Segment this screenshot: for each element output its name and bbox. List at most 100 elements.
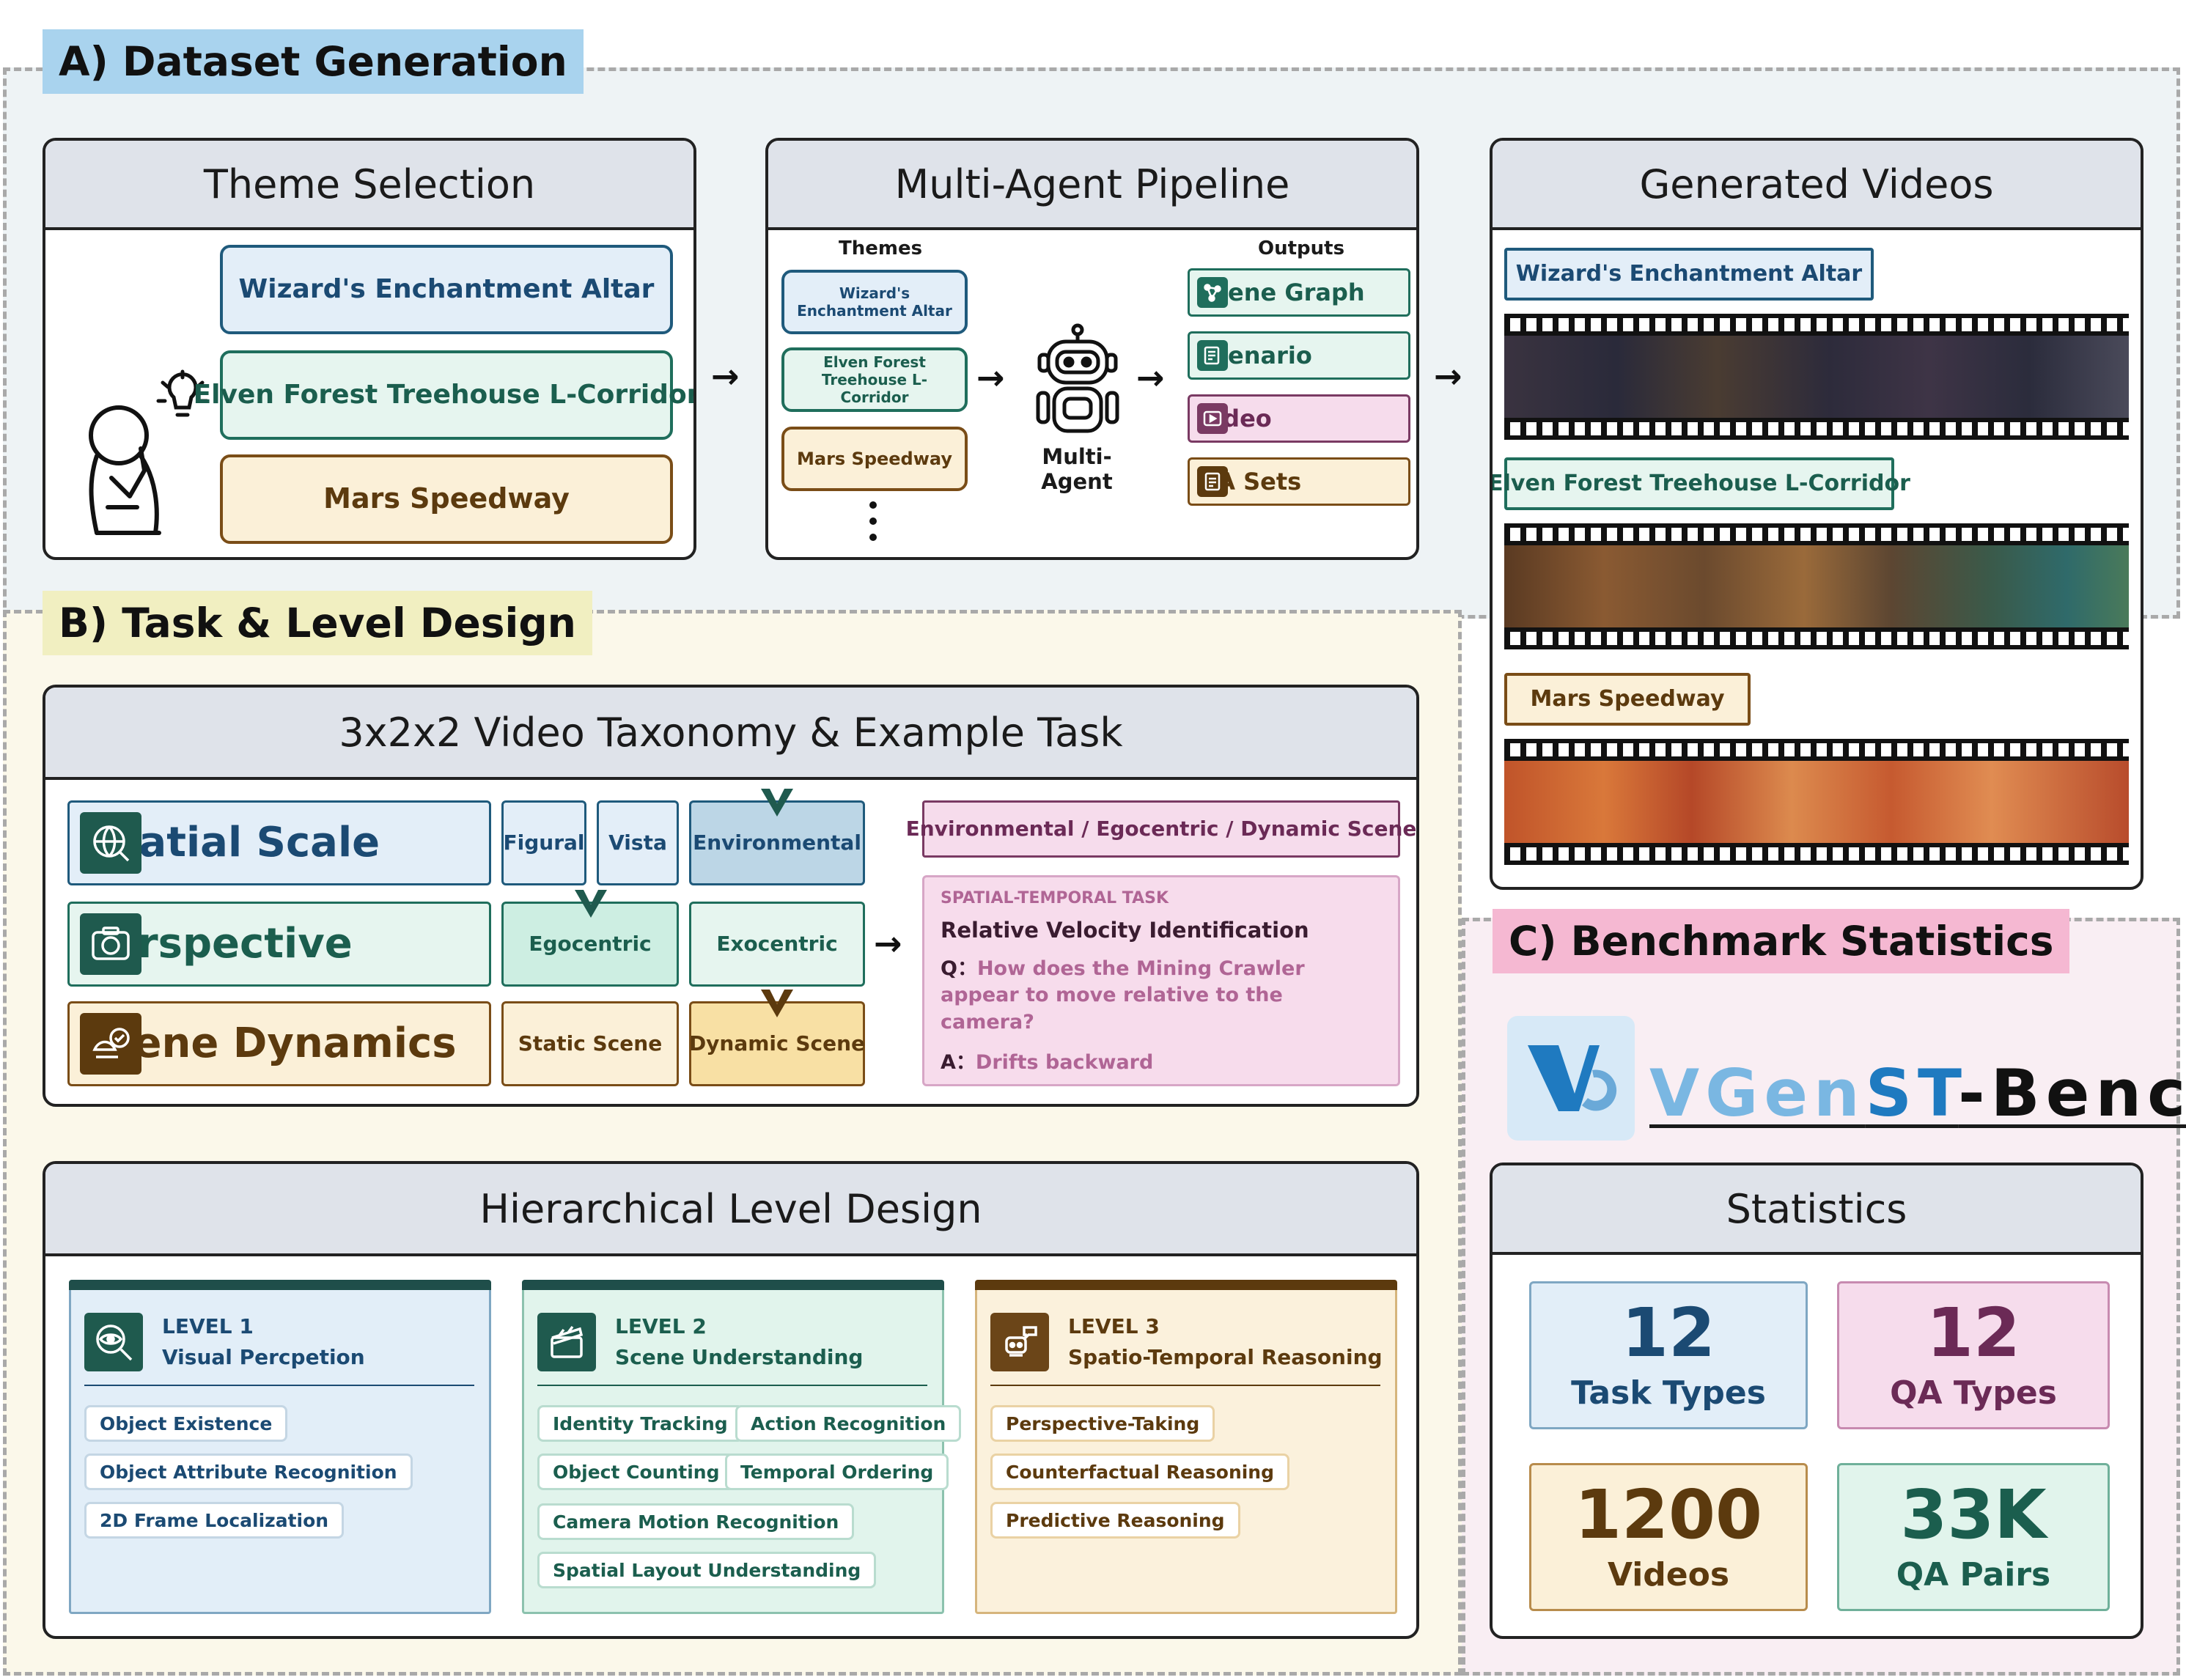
video-strip-wizard[interactable] [1504, 314, 2129, 440]
level-3-name: Spatio-Temporal Reasoning [1068, 1345, 1383, 1369]
question-text: How does the Mining Crawler appear to mo… [941, 957, 1305, 1034]
title-part-bench: -Bench [1958, 1055, 2186, 1131]
level-1-name: Visual Percpetion [162, 1345, 365, 1369]
stat-qa-types: 12 QA Types [1837, 1281, 2110, 1429]
scenario-icon [1197, 340, 1228, 371]
stat-qa-pairs-label: QA Pairs [1896, 1555, 2051, 1594]
clapperboard-icon [537, 1313, 596, 1371]
arrow-icon: → [1136, 358, 1165, 397]
option-static-scene: Static Scene [501, 1001, 679, 1086]
task-kind: SPATIAL-TEMPORAL TASK [941, 889, 1169, 907]
arrow-icon: → [1434, 356, 1462, 396]
pipeline-title: Multi-Agent Pipeline [768, 141, 1416, 230]
taxonomy-title: 3x2x2 Video Taxonomy & Example Task [45, 688, 1416, 780]
hierarchical-level-title: Hierarchical Level Design [45, 1164, 1416, 1256]
camera-icon [80, 913, 141, 975]
level-1-number: LEVEL 1 [162, 1314, 254, 1338]
level-1-card: LEVEL 1 Visual Percpetion Object Existen… [69, 1280, 491, 1614]
arrow-icon: → [711, 356, 740, 396]
statistics-panel: Statistics 12 Task Types 12 QA Types 120… [1490, 1163, 2143, 1639]
title-part-st: ST [1865, 1055, 1959, 1131]
level-3-divider [990, 1385, 1380, 1386]
theme-selection-title: Theme Selection [45, 141, 693, 230]
multi-agent-pipeline-panel: Multi-Agent Pipeline Themes Outputs Wiza… [765, 138, 1419, 560]
robot-reasoning-icon [990, 1313, 1049, 1371]
benchmark-title: VGenST-Bench [1649, 1055, 2186, 1131]
selected-check-icon [575, 890, 607, 918]
option-figural: Figural [501, 800, 586, 885]
hierarchical-level-panel: Hierarchical Level Design LEVEL 1 Visual… [43, 1161, 1419, 1639]
pipeline-theme-elven: Elven Forest Treehouse L-Corridor [781, 347, 968, 412]
task-object-existence: Object Existence [84, 1405, 288, 1442]
taxonomy-panel: 3x2x2 Video Taxonomy & Example Task Spat… [43, 685, 1419, 1107]
mars-frames [1504, 761, 2129, 843]
level-3-number: LEVEL 3 [1068, 1314, 1160, 1338]
task-temporal-ordering: Temporal Ordering [725, 1454, 949, 1490]
level-2-number: LEVEL 2 [615, 1314, 707, 1338]
stat-videos-label: Videos [1607, 1555, 1730, 1594]
selected-check-icon [761, 789, 793, 817]
stat-videos: 1200 Videos [1529, 1463, 1808, 1611]
pipeline-theme-mars: Mars Speedway [781, 427, 968, 491]
example-task-card: SPATIAL-TEMPORAL TASK Relative Velocity … [922, 875, 1400, 1086]
section-b-title: B) Task & Level Design [43, 591, 592, 655]
task-2d-frame-localization: 2D Frame Localization [84, 1502, 345, 1539]
level-2-name: Scene Understanding [615, 1345, 864, 1369]
task-counterfactual-reasoning: Counterfactual Reasoning [990, 1454, 1290, 1490]
stat-task-types-value: 12 [1621, 1293, 1716, 1372]
theme-selection-panel: Theme Selection Wizard's Enchantment Alt… [43, 138, 696, 560]
generated-videos-title: Generated Videos [1493, 141, 2141, 230]
scene-graph-icon [1197, 277, 1228, 308]
task-identity-tracking: Identity Tracking [537, 1405, 743, 1442]
video-strip-elven[interactable] [1504, 523, 2129, 649]
elven-frames [1504, 545, 2129, 627]
theme-elven-corridor[interactable]: Elven Forest Treehouse L-Corridor [194, 350, 693, 440]
level-2-card: LEVEL 2 Scene Understanding Identity Tra… [522, 1280, 962, 1614]
task-spatial-layout-understanding: Spatial Layout Understanding [537, 1552, 877, 1588]
spatial-scale-icon [80, 812, 141, 874]
video-label-mars: Mars Speedway [1504, 673, 1751, 726]
robot-agent-icon [1036, 323, 1119, 433]
theme-wizard-altar[interactable]: Wizard's Enchantment Altar [220, 245, 673, 334]
outputs-label: Outputs [1258, 237, 1345, 259]
dimension-perspective: Perspective [67, 902, 491, 987]
output-video: Video [1188, 394, 1410, 443]
themes-label: Themes [839, 237, 923, 259]
output-scenario: Scenario [1188, 331, 1410, 380]
stat-qa-pairs: 33K QA Pairs [1837, 1463, 2110, 1611]
level-3-card: LEVEL 3 Spatio-Temporal Reasoning Perspe… [975, 1280, 1397, 1614]
thinking-person-icon [89, 369, 209, 535]
video-label-wizard: Wizard's Enchantment Altar [1504, 248, 1874, 301]
arrow-icon: → [874, 924, 902, 963]
eye-search-icon [84, 1313, 143, 1371]
answer-prefix: A： [941, 1051, 976, 1075]
question-prefix: Q： [941, 957, 977, 980]
statistics-title: Statistics [1493, 1165, 2141, 1255]
task-camera-motion-recognition: Camera Motion Recognition [537, 1503, 855, 1540]
title-part-vgen: VGen [1649, 1055, 1866, 1131]
multi-agent-label: Multi-Agent [1041, 444, 1113, 494]
task-predictive-reasoning: Predictive Reasoning [990, 1502, 1240, 1539]
output-scene-graph: Scene Graph [1188, 268, 1410, 317]
section-c-title: C) Benchmark Statistics [1493, 909, 2070, 973]
video-label-elven: Elven Forest Treehouse L-Corridor [1493, 457, 1910, 510]
option-vista: Vista [597, 800, 679, 885]
task-name: Relative Velocity Identification [941, 918, 1309, 943]
task-action-recognition: Action Recognition [735, 1405, 962, 1442]
vgenst-logo-mark [1507, 1016, 1635, 1141]
stat-task-types-label: Task Types [1571, 1374, 1766, 1412]
more-ellipsis-icon [869, 501, 877, 541]
level-2-divider [537, 1385, 927, 1386]
qa-sets-icon [1197, 466, 1228, 497]
stat-qa-types-label: QA Types [1890, 1374, 2057, 1412]
task-object-counting: Object Counting [537, 1454, 735, 1490]
video-strip-mars[interactable] [1504, 739, 2129, 865]
arrow-icon: → [976, 358, 1005, 397]
stat-qa-types-value: 12 [1926, 1293, 2021, 1372]
task-perspective-taking: Perspective-Taking [990, 1405, 1215, 1442]
pipeline-theme-wizard: Wizard's Enchantment Altar [781, 270, 968, 334]
stat-task-types: 12 Task Types [1529, 1281, 1808, 1429]
theme-mars-speedway[interactable]: Mars Speedway [220, 454, 673, 544]
task-question: Q：How does the Mining Crawler appear to … [941, 956, 1382, 1036]
output-qa-sets: QA Sets [1188, 457, 1410, 506]
